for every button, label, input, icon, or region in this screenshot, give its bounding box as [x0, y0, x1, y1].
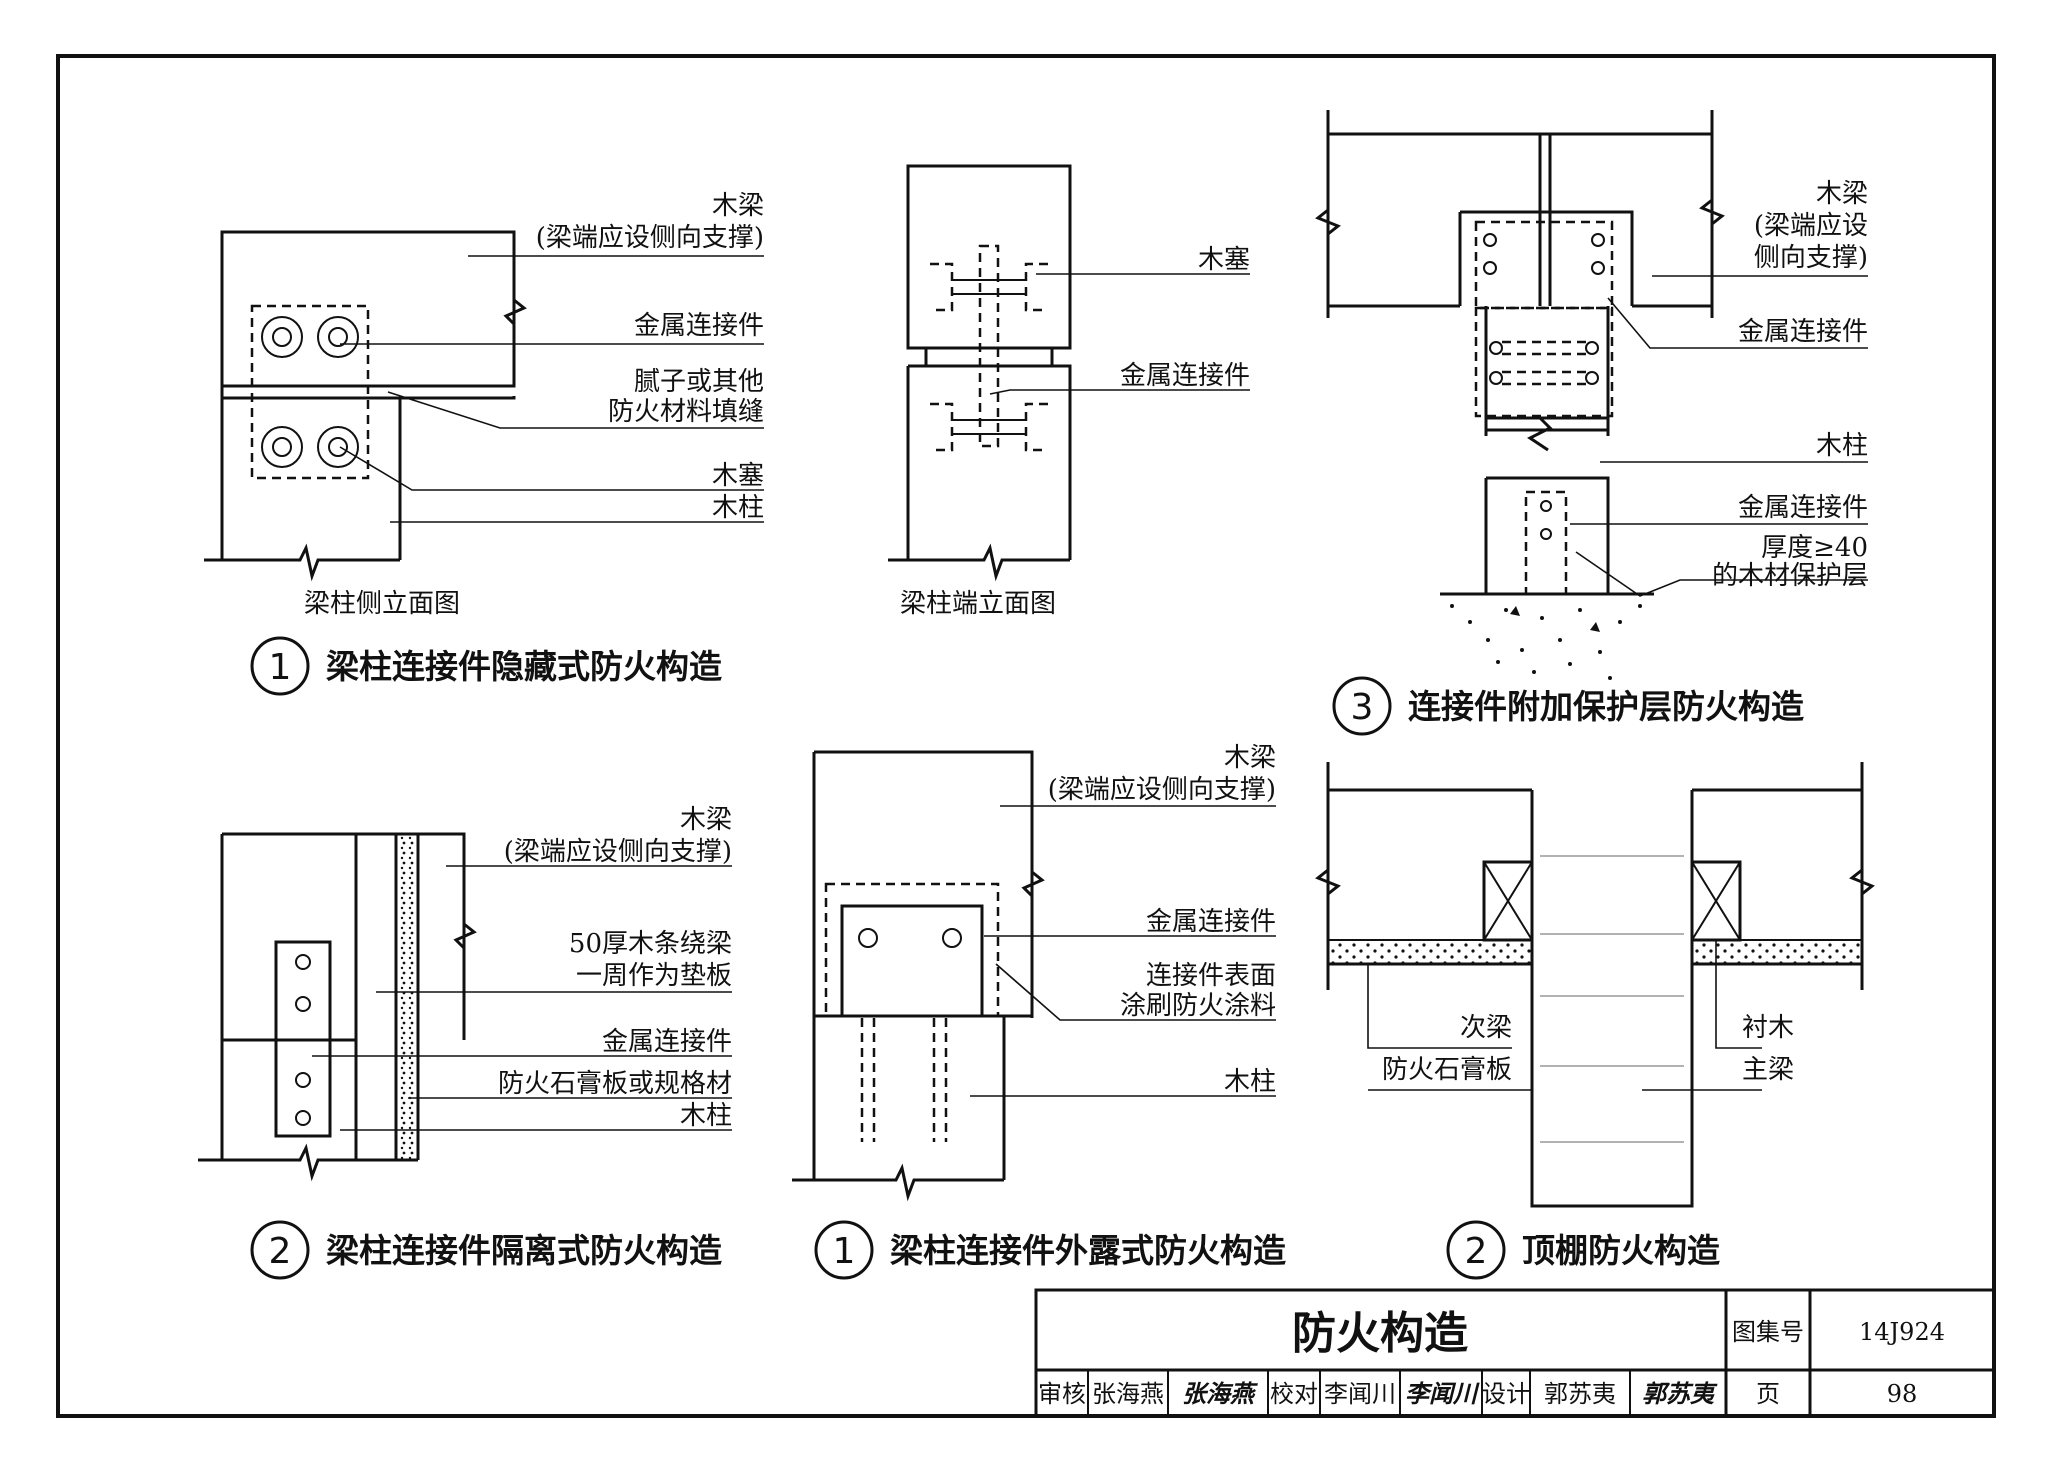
label-secondary-beam: 次梁 [1460, 1013, 1512, 1043]
caption-3-circle [1332, 676, 1392, 736]
label-strip-2: 一周作为垫板 [576, 961, 732, 991]
label-metal-connector-2: 金属连接件 [602, 1027, 732, 1057]
caption-5-num: 2 [1465, 1231, 1488, 1272]
designer-signature: 郭苏夷 [1642, 1379, 1718, 1408]
label-main-beam: 主梁 [1742, 1055, 1794, 1085]
detail-exposed [792, 750, 1276, 1202]
label-putty-2: 防火材料填缝 [608, 397, 764, 427]
label-beam: 木梁 [712, 191, 764, 221]
caption-2: 梁柱连接件隔离式防火构造 [326, 1231, 722, 1270]
label-side-elevation: 梁柱侧立面图 [304, 589, 460, 619]
label-end-elevation: 梁柱端立面图 [900, 589, 1056, 619]
label-wood-plug: 木塞 [712, 461, 764, 491]
label-column: 木柱 [712, 493, 764, 523]
page-number: 98 [1887, 1380, 1918, 1408]
label-beam-3: 木梁 [1816, 179, 1868, 209]
label-column-2: 木柱 [680, 1101, 732, 1131]
label-beam-2: 木梁 [680, 805, 732, 835]
caption-1-num: 1 [269, 647, 292, 688]
checker-name: 李闻川 [1324, 1380, 1396, 1408]
caption-2-num: 2 [269, 1231, 292, 1272]
label-gypsum-board: 防火石膏板 [1382, 1055, 1512, 1085]
label-metal-connector-end: 金属连接件 [1120, 361, 1250, 391]
label-column-4: 木柱 [1224, 1067, 1276, 1097]
detail-ceiling [1315, 762, 1875, 1208]
label-beam-brace: (梁端应设侧向支撑) [536, 223, 764, 253]
label-column-3: 木柱 [1816, 431, 1868, 461]
label-lining-wood: 衬木 [1742, 1013, 1794, 1043]
detail-hidden-side-elevation [204, 230, 764, 582]
reviewer-signature: 张海燕 [1182, 1379, 1258, 1408]
label-wood-plug-end: 木塞 [1198, 245, 1250, 275]
page-label: 页 [1756, 1380, 1780, 1408]
caption-3-num: 3 [1351, 687, 1374, 728]
atlas-number: 14J924 [1859, 1318, 1945, 1346]
caption-4: 梁柱连接件外露式防火构造 [890, 1231, 1286, 1270]
detail-protective-layer [1315, 110, 1868, 680]
caption-5-circle [1446, 1220, 1506, 1280]
caption-2-circle [250, 1220, 310, 1280]
title-block [1034, 1288, 1996, 1418]
label-coating-2: 涂刷防火涂料 [1120, 991, 1276, 1021]
reviewer-name: 张海燕 [1092, 1380, 1164, 1408]
detail-hidden-end-elevation [888, 164, 1250, 582]
label-coating-1: 连接件表面 [1146, 961, 1276, 991]
sheet-border [56, 54, 1996, 1418]
label-metal-connector-3b: 金属连接件 [1738, 493, 1868, 523]
label-metal-connector-4: 金属连接件 [1146, 907, 1276, 937]
label-thickness-1: 厚度≥40 [1761, 533, 1868, 563]
label-beam-4: 木梁 [1224, 743, 1276, 773]
label-metal-connector-3: 金属连接件 [1738, 317, 1868, 347]
caption-3: 连接件附加保护层防火构造 [1408, 687, 1804, 726]
caption-1-circle [250, 636, 310, 696]
review-label: 审核 [1038, 1380, 1086, 1408]
label-thickness-2: 的木材保护层 [1712, 561, 1868, 591]
label-strip-1: 50厚木条绕梁 [569, 929, 732, 959]
label-brace-2: (梁端应设侧向支撑) [504, 837, 732, 867]
caption-1: 梁柱连接件隐藏式防火构造 [326, 647, 722, 686]
label-metal-connector: 金属连接件 [634, 311, 764, 341]
label-brace-4: (梁端应设侧向支撑) [1048, 775, 1276, 805]
label-gypsum-lumber: 防火石膏板或规格材 [498, 1069, 732, 1099]
designer-name: 郭苏夷 [1544, 1380, 1616, 1408]
label-brace-3b: 侧向支撑) [1754, 243, 1868, 273]
detail-isolation [198, 832, 732, 1182]
caption-5: 顶棚防火构造 [1522, 1231, 1720, 1270]
title-block-title: 防火构造 [1292, 1308, 1468, 1359]
label-putty: 腻子或其他 [634, 367, 764, 397]
caption-4-circle [814, 1220, 874, 1280]
design-label: 设计 [1482, 1380, 1530, 1408]
label-brace-3a: (梁端应设 [1754, 211, 1868, 241]
checker-signature: 李闻川 [1405, 1379, 1480, 1408]
atlas-label: 图集号 [1732, 1318, 1804, 1346]
caption-4-num: 1 [833, 1231, 856, 1272]
check-label: 校对 [1270, 1380, 1318, 1408]
